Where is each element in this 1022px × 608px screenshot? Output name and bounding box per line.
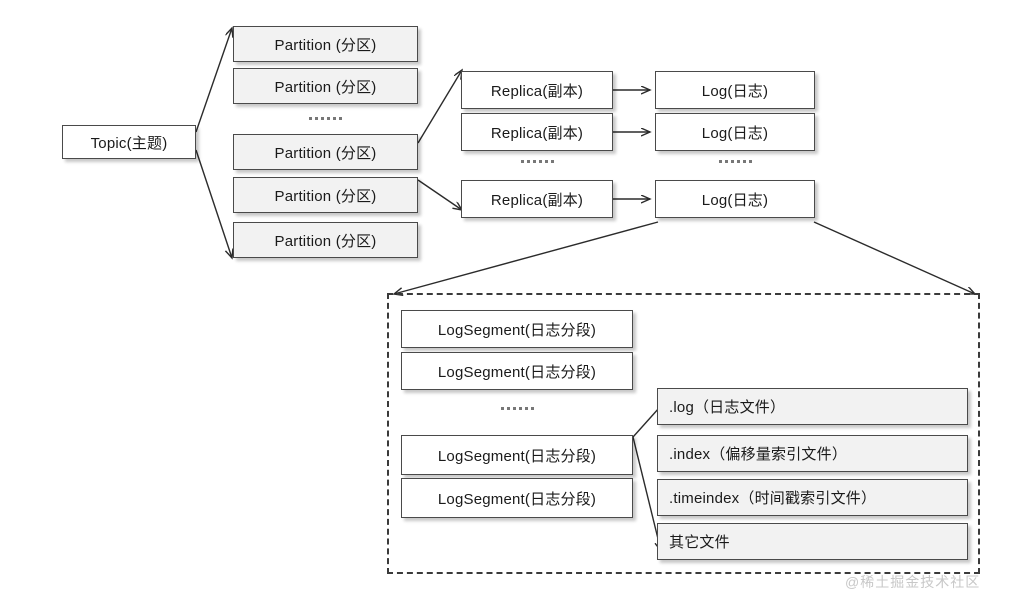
watermark: @稀土掘金技术社区 [845, 574, 981, 590]
node-partition-3[interactable]: Partition (分区) [233, 134, 418, 170]
node-logsegment-1[interactable]: LogSegment(日志分段) [401, 310, 633, 348]
node-log-3[interactable]: Log(日志) [655, 180, 815, 218]
node-logsegment-4[interactable]: LogSegment(日志分段) [401, 478, 633, 518]
node-logsegment-3[interactable]: LogSegment(日志分段) [401, 435, 633, 475]
node-log-2[interactable]: Log(日志) [655, 113, 815, 151]
node-file-other[interactable]: 其它文件 [657, 523, 968, 560]
node-file-index[interactable]: .index（偏移量索引文件） [657, 435, 968, 472]
node-replica-2[interactable]: Replica(副本) [461, 113, 613, 151]
node-partition-1[interactable]: Partition (分区) [233, 26, 418, 62]
node-logsegment-2[interactable]: LogSegment(日志分段) [401, 352, 633, 390]
log-ellipsis [655, 153, 815, 169]
node-file-log[interactable]: .log（日志文件） [657, 388, 968, 425]
node-partition-2[interactable]: Partition (分区) [233, 68, 418, 104]
node-file-timeindex[interactable]: .timeindex（时间戳索引文件） [657, 479, 968, 516]
partition-ellipsis [233, 110, 418, 126]
replica-ellipsis [461, 153, 613, 169]
node-partition-5[interactable]: Partition (分区) [233, 222, 418, 258]
log-internal-container [387, 293, 980, 574]
node-topic[interactable]: Topic(主题) [62, 125, 196, 159]
node-partition-4[interactable]: Partition (分区) [233, 177, 418, 213]
node-replica-3[interactable]: Replica(副本) [461, 180, 613, 218]
logsegment-ellipsis [401, 400, 633, 416]
node-log-1[interactable]: Log(日志) [655, 71, 815, 109]
node-replica-1[interactable]: Replica(副本) [461, 71, 613, 109]
